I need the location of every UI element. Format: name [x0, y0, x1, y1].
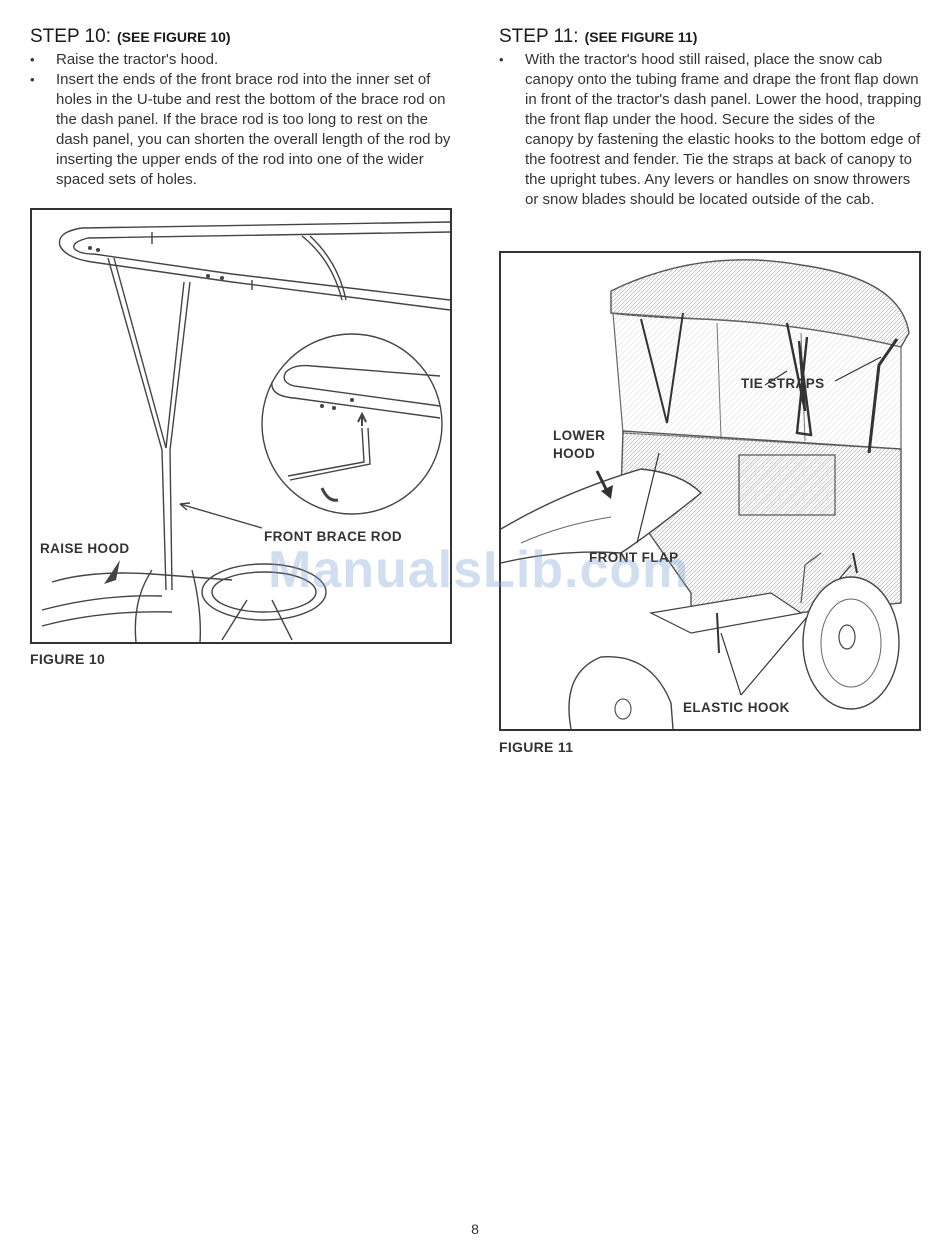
figure-11-caption: FIGURE 11	[499, 739, 574, 755]
front-flap-label: FRONT FLAP	[589, 550, 679, 565]
step-10-see-figure: (SEE FIGURE 10)	[116, 29, 231, 45]
step-10-number: STEP 10:	[30, 26, 111, 47]
figure-11-drawing	[501, 259, 910, 729]
figure-11-illustration: TIE STRAPS LOWER HOOD FRONT FLAP ELASTIC…	[499, 251, 921, 731]
step-11-see-figure: (SEE FIGURE 11)	[584, 29, 698, 45]
raise-hood-label: RAISE HOOD	[40, 541, 130, 556]
lower-hood-label-line2: HOOD	[553, 446, 596, 461]
step-10-section: STEP 10: (SEE FIGURE 10) Raise the tracto…	[30, 24, 458, 190]
lower-hood-label-line1: LOWER	[553, 428, 606, 443]
step-11-section: STEP 11: (SEE FIGURE 11) With the tractor…	[499, 24, 924, 210]
step-11-bullet: With the tractor's hood still raised, pl…	[499, 50, 924, 210]
step-10-instructions: Raise the tractor's hood. Insert the end…	[30, 50, 458, 190]
step-11-title: STEP 11: (SEE FIGURE 11)	[499, 24, 924, 50]
front-brace-rod-label: FRONT BRACE ROD	[264, 529, 402, 544]
step-11-instructions: With the tractor's hood still raised, pl…	[499, 50, 924, 210]
figure-10-drawing	[41, 221, 450, 642]
elastic-hook-label: ELASTIC HOOK	[683, 700, 790, 715]
step-10-bullet: Raise the tractor's hood.	[30, 50, 458, 70]
tie-straps-label: TIE STRAPS	[741, 376, 825, 391]
step-10-title: STEP 10: (SEE FIGURE 10)	[30, 24, 458, 50]
figure-10-illustration: FRONT BRACE ROD RAISE HOOD	[30, 208, 452, 644]
page-number: 8	[471, 1221, 479, 1237]
figure-10-caption: FIGURE 10	[30, 651, 106, 667]
step-10-bullet: Insert the ends of the front brace rod i…	[30, 70, 458, 190]
step-11-number: STEP 11:	[499, 26, 579, 47]
